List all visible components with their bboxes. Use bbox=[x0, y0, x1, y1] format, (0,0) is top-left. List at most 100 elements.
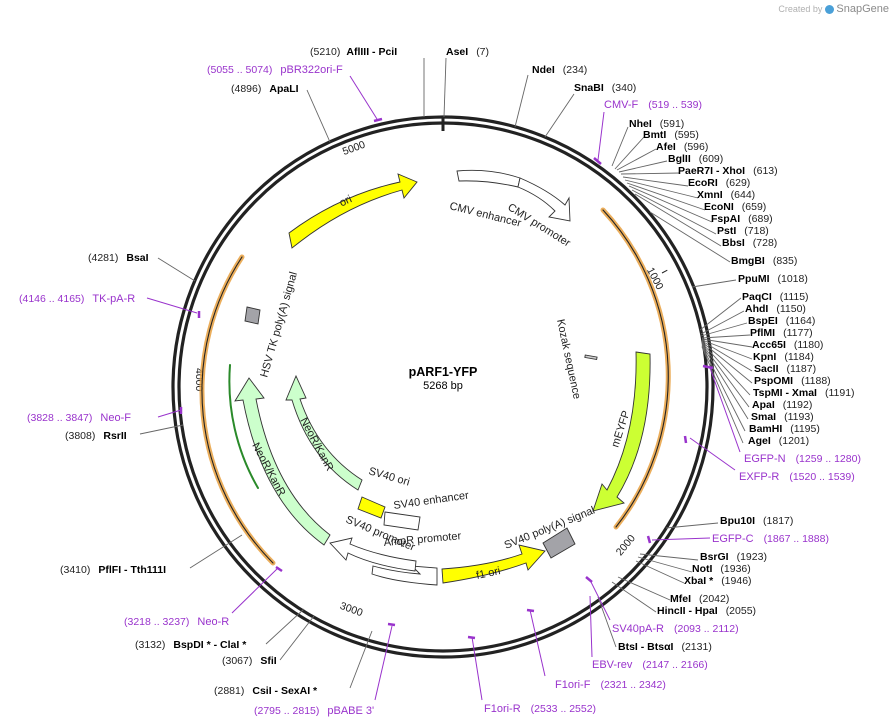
feature-sv40-enhancer[interactable] bbox=[383, 511, 421, 531]
site-label[interactable]: Acc65I(1180) bbox=[752, 339, 823, 351]
site-label[interactable]: (3132)BspDI * - ClaI * bbox=[135, 639, 247, 651]
site-label[interactable]: BmgBI(835) bbox=[731, 255, 797, 267]
site-label[interactable]: PspOMI(1188) bbox=[754, 375, 831, 387]
restriction-sites: (5210)AflIII - PciI AseI(7) NdeI(234) Sn… bbox=[60, 46, 855, 697]
site-label[interactable]: (3410)PflFI - Tth111I bbox=[60, 564, 166, 576]
site-label[interactable]: Bpu10I(1817) bbox=[720, 515, 793, 527]
site-label[interactable]: AfeI(596) bbox=[656, 141, 708, 153]
site-label[interactable]: AhdI(1150) bbox=[745, 303, 806, 315]
feature-hsv-tk-polya[interactable] bbox=[244, 306, 261, 325]
site-label[interactable]: BamHI(1195) bbox=[749, 423, 820, 435]
tick-2000: 2000 bbox=[614, 532, 638, 558]
site-label[interactable]: SnaBI(340) bbox=[574, 82, 636, 94]
primer-leaders bbox=[146, 75, 741, 701]
feature-sv40-polya[interactable] bbox=[542, 527, 576, 559]
primer-label[interactable]: EXFP-R(1520 .. 1539) bbox=[739, 471, 855, 483]
site-label[interactable]: PpuMI(1018) bbox=[738, 273, 808, 285]
site-label[interactable]: (3808)RsrII bbox=[65, 430, 127, 442]
snapgene-logo-icon bbox=[825, 5, 835, 15]
backbone bbox=[171, 115, 715, 659]
primer-labels: (5055 .. 5074)pBR322ori-F CMV-F(519 .. 5… bbox=[19, 64, 861, 717]
site-label[interactable]: BtsI - BtsαI(2131) bbox=[618, 641, 712, 653]
site-label[interactable]: BspEI(1164) bbox=[748, 315, 815, 327]
site-label[interactable]: BmtI(595) bbox=[643, 129, 699, 141]
primer-label[interactable]: (3218 .. 3237)Neo-R bbox=[124, 616, 229, 628]
primer-label[interactable]: (5055 .. 5074)pBR322ori-F bbox=[207, 64, 343, 76]
site-label[interactable]: SacII(1187) bbox=[754, 363, 816, 375]
site-label[interactable]: BglII(609) bbox=[668, 153, 723, 165]
orf-arc-meyfp-line bbox=[602, 209, 669, 528]
site-label[interactable]: EcoRI(629) bbox=[688, 177, 750, 189]
site-label[interactable]: FspAI(689) bbox=[711, 213, 773, 225]
site-label[interactable]: BbsI(728) bbox=[722, 237, 777, 249]
site-label[interactable]: (4281)BsaI bbox=[88, 252, 149, 264]
features bbox=[234, 169, 651, 586]
site-label[interactable]: KpnI(1184) bbox=[753, 351, 814, 363]
feature-f1-ori[interactable] bbox=[441, 544, 546, 584]
label-f1-ori: f1 ori bbox=[475, 565, 501, 582]
site-label[interactable]: PaeR7I - XhoI(613) bbox=[678, 165, 778, 177]
site-label[interactable]: MfeI(2042) bbox=[670, 593, 729, 605]
feature-neor-inner[interactable] bbox=[285, 374, 363, 491]
site-label[interactable]: SmaI(1193) bbox=[751, 411, 814, 423]
orf-arc-neor-line bbox=[201, 256, 274, 564]
site-leaders bbox=[139, 57, 753, 689]
feature-cmv-promoter[interactable] bbox=[517, 177, 571, 222]
site-label[interactable]: PaqCI(1115) bbox=[742, 291, 809, 303]
orf-arc-neor-inner bbox=[228, 364, 259, 489]
primer-label[interactable]: F1ori-F(2321 .. 2342) bbox=[555, 679, 666, 691]
primer-label[interactable]: F1ori-R(2533 .. 2552) bbox=[484, 703, 596, 715]
primer-label[interactable]: (2795 .. 2815)pBABE 3' bbox=[254, 705, 374, 717]
credit-brand: SnapGene bbox=[836, 3, 889, 15]
site-label[interactable]: EcoNI(659) bbox=[704, 201, 766, 213]
svg-text:3000: 3000 bbox=[338, 600, 364, 619]
label-kozak: Kozak sequence bbox=[554, 318, 583, 400]
site-label[interactable]: (3067)SfiI bbox=[222, 655, 277, 667]
orf-arcs bbox=[199, 207, 671, 566]
site-label[interactable]: XmnI(644) bbox=[697, 189, 755, 201]
label-sv40-ori: SV40 ori bbox=[367, 465, 411, 488]
site-label[interactable]: NdeI(234) bbox=[532, 64, 587, 76]
primer-label[interactable]: EBV-rev(2147 .. 2166) bbox=[592, 659, 708, 671]
site-label[interactable]: HincII - HpaI(2055) bbox=[657, 605, 756, 617]
site-label[interactable]: (4896)ApaLI bbox=[231, 83, 299, 95]
credit-text: Created by bbox=[778, 4, 823, 14]
site-label[interactable]: ApaI(1192) bbox=[752, 399, 812, 411]
site-label[interactable]: PstI(718) bbox=[717, 225, 769, 237]
primer-label[interactable]: (3828 .. 3847)Neo-F bbox=[27, 412, 131, 424]
primer-label[interactable]: SV40pA-R(2093 .. 2112) bbox=[612, 623, 739, 635]
site-label[interactable]: PflMI(1177) bbox=[750, 327, 813, 339]
plasmid-size: 5268 bp bbox=[423, 380, 463, 392]
feature-kozak[interactable] bbox=[584, 354, 598, 361]
site-label[interactable]: BsrGI(1923) bbox=[700, 551, 767, 563]
site-label[interactable]: XbaI *(1946) bbox=[684, 575, 752, 587]
svg-text:2000: 2000 bbox=[614, 532, 638, 558]
primer-label[interactable]: CMV-F(519 .. 539) bbox=[604, 99, 702, 111]
label-sv40-enhancer: SV40 enhancer bbox=[393, 489, 470, 511]
feature-neor-outer[interactable] bbox=[234, 377, 331, 546]
site-label[interactable]: NotI(1936) bbox=[692, 563, 751, 575]
label-neor-inner: NeoR/KanR bbox=[297, 416, 335, 474]
feature-ori[interactable] bbox=[288, 173, 418, 249]
snapgene-credit: Created by SnapGene bbox=[778, 3, 889, 15]
feature-sv40-promoter[interactable] bbox=[329, 537, 417, 572]
site-label[interactable]: AgeI(1201) bbox=[748, 435, 809, 447]
site-label[interactable]: TspMI - XmaI(1191) bbox=[753, 387, 855, 399]
site-label[interactable]: NheI(591) bbox=[629, 118, 684, 130]
primer-label[interactable]: EGFP-C(1867 .. 1888) bbox=[712, 533, 829, 545]
label-hsv-tk-polya: HSV TK poly(A) signal bbox=[258, 271, 300, 379]
feature-cmv-enhancer[interactable] bbox=[456, 169, 521, 188]
plasmid-center: pARF1-YFP 5268 bp bbox=[409, 365, 478, 392]
label-ori: ori bbox=[338, 193, 354, 209]
feature-sv40-ori[interactable] bbox=[357, 496, 386, 519]
plasmid-name: pARF1-YFP bbox=[409, 365, 478, 379]
primer-label[interactable]: EGFP-N(1259 .. 1280) bbox=[744, 453, 861, 465]
feature-meyfp[interactable] bbox=[592, 351, 651, 512]
site-label[interactable]: AseI(7) bbox=[446, 46, 489, 58]
site-label[interactable]: (5210)AflIII - PciI bbox=[310, 46, 397, 58]
site-label[interactable]: (2881)CsiI - SexAI * bbox=[214, 685, 318, 697]
tick-3000: 3000 bbox=[338, 600, 364, 619]
primer-label[interactable]: (4146 .. 4165)TK-pA-R bbox=[19, 293, 135, 305]
feature-ampr-promoter[interactable] bbox=[371, 565, 438, 586]
